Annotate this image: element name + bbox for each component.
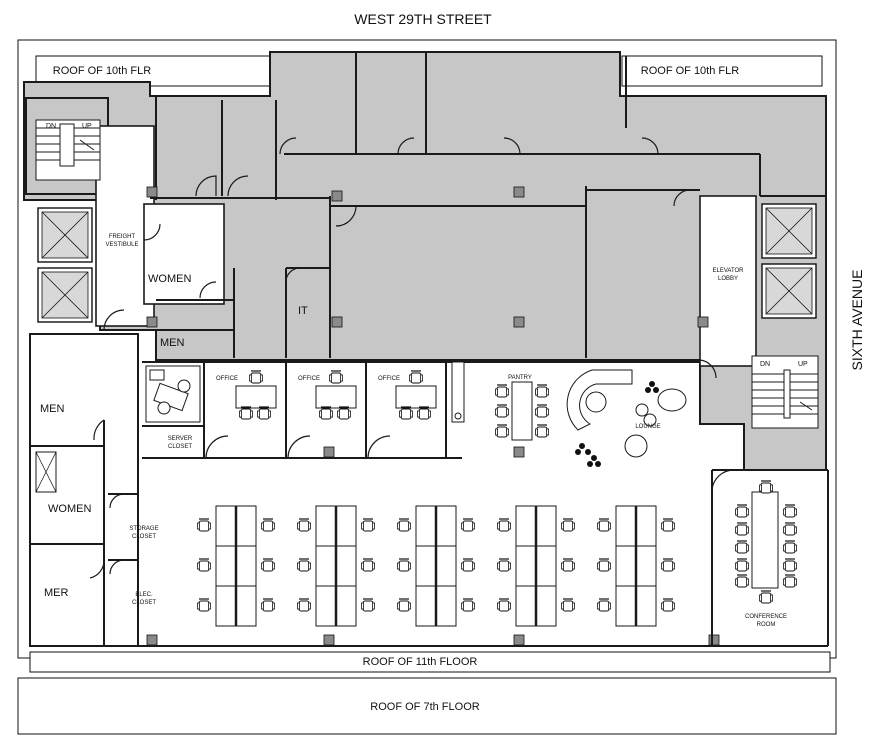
roof-11th-label: ROOF OF 11th FLOOR — [363, 656, 478, 668]
street-east-label: SIXTH AVENUE — [849, 270, 865, 371]
workstation-clusters — [196, 505, 676, 627]
workstation-chair — [560, 598, 576, 612]
it-room-label: IT — [298, 305, 308, 317]
lounge-furniture — [566, 369, 687, 458]
workstation-chair — [596, 598, 612, 612]
elevators-west — [37, 207, 93, 323]
workstation-chair — [660, 558, 676, 572]
elec-closet-label-1: ELEC. — [135, 592, 153, 598]
conference-room-label-1: CONFERENCE — [745, 614, 787, 620]
workstation-chair — [360, 558, 376, 572]
workstation-chair — [260, 558, 276, 572]
roof-10th-left-label: ROOF OF 10th FLR — [53, 65, 151, 77]
roof-7th-label: ROOF OF 7th FLOOR — [370, 701, 479, 713]
women-upper-label: WOMEN — [148, 273, 191, 285]
stair-east-dn: DN — [760, 361, 770, 368]
server-closet-label-1: SERVER — [168, 436, 193, 442]
stair-east-up: UP — [798, 361, 808, 368]
workstation-chair — [296, 598, 312, 612]
workstation-chair — [360, 598, 376, 612]
workstation-chair — [496, 598, 512, 612]
workstation-chair — [396, 558, 412, 572]
workstation-chair — [596, 558, 612, 572]
elevator-lobby-label-2: LOBBY — [718, 276, 738, 282]
men-upper-label: MEN — [160, 337, 185, 349]
door-swings-west — [89, 419, 125, 579]
workstation-chair — [260, 518, 276, 532]
stair-west-up: UP — [82, 123, 92, 130]
workstation-chair — [360, 518, 376, 532]
mer-label: MER — [44, 587, 69, 599]
office-1-label: OFFICE — [216, 376, 238, 382]
freight-vestibule-label-2: VESTIBULE — [105, 242, 138, 248]
office-3-label: OFFICE — [378, 376, 400, 382]
lounge-label: LOUNGE — [635, 424, 660, 430]
workstation-cluster — [496, 505, 576, 627]
stair-east — [751, 355, 819, 429]
door-swings-offices — [205, 359, 735, 491]
core-walls — [150, 52, 826, 358]
server-closet-label-2: CLOSET — [168, 444, 192, 450]
storage-closet-label-1: STORAGE — [129, 526, 158, 532]
workstation-chair — [460, 518, 476, 532]
workstation-chair — [460, 558, 476, 572]
west-service-rooms — [29, 333, 139, 647]
workstation-chair — [296, 558, 312, 572]
workstation-chair — [396, 598, 412, 612]
workstation-chair — [196, 598, 212, 612]
lounge-plants — [575, 381, 659, 467]
workstation-chair — [460, 598, 476, 612]
workstation-chair — [596, 518, 612, 532]
workstation-chair — [496, 558, 512, 572]
workstation-chair — [296, 518, 312, 532]
door-swings-core — [103, 137, 691, 331]
men-lower-label: MEN — [40, 403, 65, 415]
elec-closet-label-2: CLOSET — [132, 600, 156, 606]
workstation-chair — [560, 518, 576, 532]
workstation-chair — [560, 558, 576, 572]
elevator-lobby-label-1: ELEVATOR — [712, 268, 744, 274]
workstation-chair — [496, 518, 512, 532]
roof-areas — [17, 39, 837, 735]
workstation-chair — [196, 518, 212, 532]
corridors — [95, 125, 757, 367]
stair-west-dn: DN — [46, 123, 56, 130]
conference-room-label-2: ROOM — [757, 622, 776, 628]
server-closet-equipment — [145, 365, 201, 423]
pantry-label: PANTRY — [508, 375, 532, 381]
workstation-chair — [396, 518, 412, 532]
workstation-cluster — [196, 505, 276, 627]
workstation-cluster — [596, 505, 676, 627]
workstation-chair — [196, 558, 212, 572]
stair-west — [35, 119, 101, 181]
street-north-label: WEST 29TH STREET — [354, 11, 492, 27]
roof-10th-right-label: ROOF OF 10th FLR — [641, 65, 739, 77]
office-desks — [235, 361, 465, 423]
open-office-floor — [137, 361, 829, 647]
office-2-label: OFFICE — [298, 376, 320, 382]
conference-table — [734, 480, 798, 604]
pantry-table — [494, 381, 550, 441]
workstation-cluster — [296, 505, 376, 627]
storage-closet-label-2: CLOSET — [132, 534, 156, 540]
workstation-cluster — [396, 505, 476, 627]
freight-vestibule-label-1: FREIGHT — [109, 234, 136, 240]
workstation-chair — [660, 598, 676, 612]
workstation-chair — [260, 598, 276, 612]
women-lower-label: WOMEN — [48, 503, 91, 515]
workstation-chair — [660, 518, 676, 532]
